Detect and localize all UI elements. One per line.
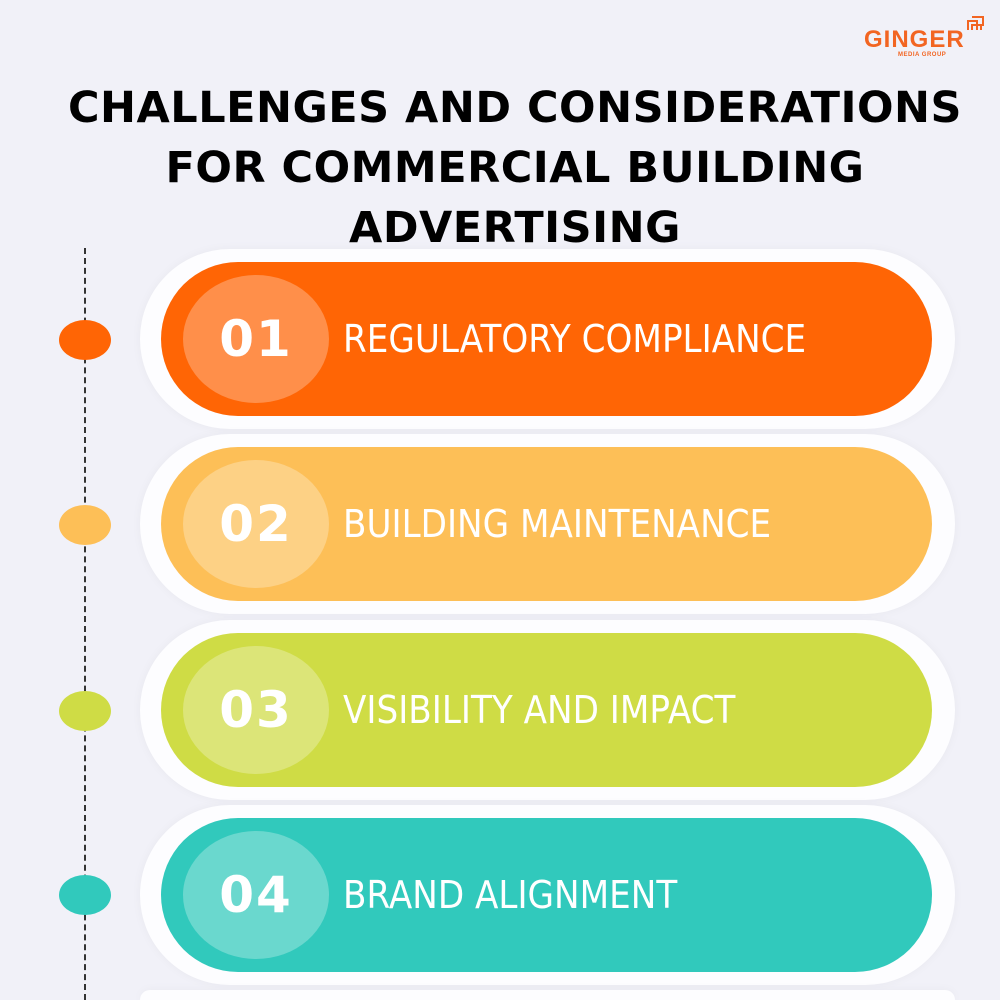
item-1-number-circle [183, 275, 329, 403]
item-1-label: REGULATORY COMPLIANCE [343, 317, 807, 361]
timeline-dot-1 [59, 320, 111, 360]
item-3-pill [161, 633, 932, 787]
item-4-number: 04 [219, 866, 293, 924]
item-3-label: VISIBILITY AND IMPACT [343, 688, 736, 732]
title-line-1: CHALLENGES AND CONSIDERATIONS [67, 83, 963, 133]
item-2-number-circle [183, 460, 329, 588]
item-1-pill [161, 262, 932, 416]
brand-logo: GINGER MEDIA GROUP [864, 16, 984, 68]
next-item-halo [140, 990, 955, 1000]
title-line-3: ADVERTISING [349, 203, 681, 253]
timeline-dot-3 [59, 691, 111, 731]
item-3-number: 03 [219, 681, 293, 739]
timeline-dot-4 [59, 875, 111, 915]
page-title: CHALLENGES AND CONSIDERATIONS FOR COMMER… [60, 78, 970, 258]
brand-subtitle: MEDIA GROUP [898, 52, 947, 58]
item-2-pill [161, 447, 932, 601]
item-1-number: 01 [219, 310, 293, 368]
item-2-number: 02 [219, 495, 293, 553]
item-4-label: BRAND ALIGNMENT [343, 873, 678, 917]
item-2-label: BUILDING MAINTENANCE [343, 502, 772, 546]
item-4-number-circle [183, 831, 329, 959]
item-3-number-circle [183, 646, 329, 774]
logo-mark-icon [967, 16, 984, 30]
brand-name: GINGER [864, 26, 965, 53]
timeline-dot-2 [59, 505, 111, 545]
timeline-line [84, 248, 86, 1000]
title-line-2: FOR COMMERCIAL BUILDING [165, 143, 865, 193]
item-4-pill [161, 818, 932, 972]
